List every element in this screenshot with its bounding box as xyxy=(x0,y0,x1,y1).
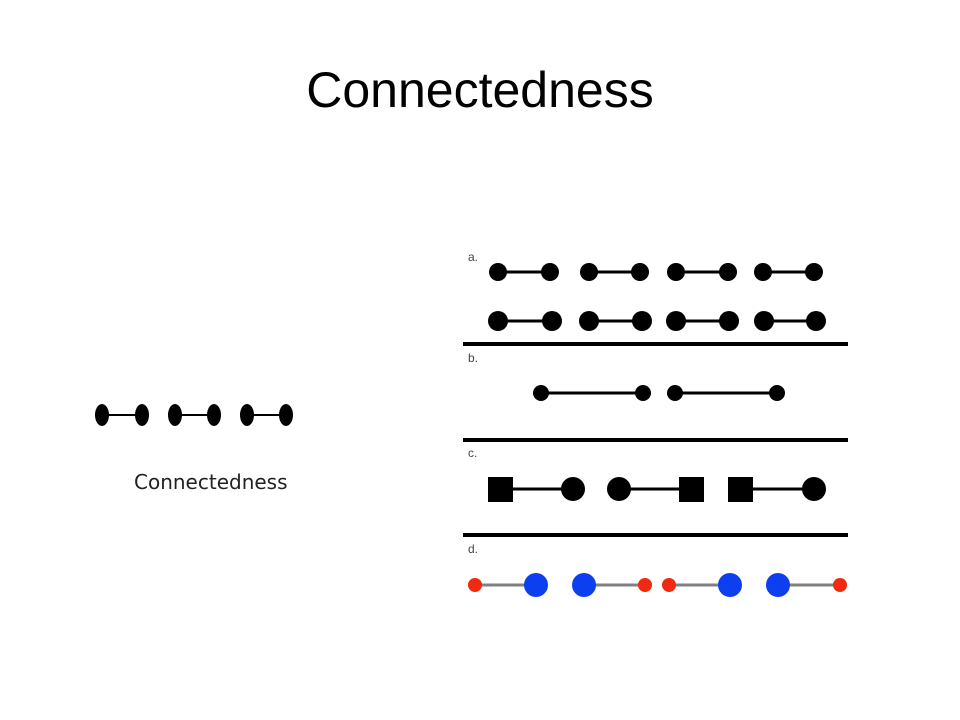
small-red-dot xyxy=(662,578,676,592)
panel-d: d. xyxy=(468,542,847,597)
panel-a-row-2 xyxy=(488,311,826,331)
red-blue-pair xyxy=(662,573,742,597)
dot xyxy=(667,263,685,281)
left-connectedness-demo xyxy=(95,404,293,426)
dot xyxy=(769,385,785,401)
dot xyxy=(631,263,649,281)
panel-a-row-1 xyxy=(489,263,823,281)
panel-c-letter: c. xyxy=(468,446,477,460)
dot-pair xyxy=(754,263,823,281)
dot-pair xyxy=(489,263,559,281)
small-red-dot xyxy=(833,578,847,592)
dot-pair xyxy=(240,404,293,426)
dot xyxy=(806,311,826,331)
left-caption: Connectedness xyxy=(134,470,288,494)
dot xyxy=(754,263,772,281)
dot xyxy=(635,385,651,401)
dot-pair xyxy=(579,311,652,331)
dot xyxy=(802,477,826,501)
dot xyxy=(719,311,739,331)
square xyxy=(728,477,753,502)
dot-pair xyxy=(488,311,562,331)
blue-red-pair xyxy=(572,573,652,597)
dot xyxy=(135,404,149,426)
panel-c: c. xyxy=(468,446,826,502)
panel-a: a. xyxy=(468,250,826,331)
square-circle-pair xyxy=(728,477,826,502)
dot xyxy=(279,404,293,426)
dot-pair xyxy=(95,404,149,426)
grouping-examples-figure: a. b. c. d. xyxy=(463,250,848,597)
dot-pair xyxy=(667,263,737,281)
panel-divider xyxy=(463,438,848,442)
dot xyxy=(666,311,686,331)
panel-a-letter: a. xyxy=(468,250,478,264)
dot xyxy=(489,263,507,281)
panel-b-letter: b. xyxy=(468,351,478,365)
circle-square-pair xyxy=(607,477,704,502)
dot xyxy=(488,311,508,331)
large-blue-dot xyxy=(766,573,790,597)
red-blue-pair xyxy=(468,573,548,597)
panel-b: b. xyxy=(468,351,785,401)
small-red-dot xyxy=(468,578,482,592)
panel-d-letter: d. xyxy=(468,542,478,556)
dot xyxy=(754,311,774,331)
square xyxy=(679,477,704,502)
dot-pair xyxy=(168,404,221,426)
dot xyxy=(542,311,562,331)
dot xyxy=(580,263,598,281)
dot xyxy=(207,404,221,426)
dot xyxy=(632,311,652,331)
panel-divider xyxy=(463,533,848,537)
dot-pair xyxy=(667,385,785,401)
small-red-dot xyxy=(638,578,652,592)
dot xyxy=(533,385,549,401)
square-circle-pair xyxy=(488,477,585,502)
dot xyxy=(541,263,559,281)
panel-divider xyxy=(463,342,848,346)
square xyxy=(488,477,513,502)
dot xyxy=(805,263,823,281)
dot xyxy=(667,385,683,401)
dot-pair xyxy=(533,385,651,401)
large-blue-dot xyxy=(572,573,596,597)
dot xyxy=(607,477,631,501)
dot-pair xyxy=(666,311,739,331)
dot xyxy=(579,311,599,331)
slide-title: Connectedness xyxy=(306,62,654,118)
blue-red-pair xyxy=(766,573,847,597)
dot xyxy=(561,477,585,501)
large-blue-dot xyxy=(718,573,742,597)
dot xyxy=(719,263,737,281)
large-blue-dot xyxy=(524,573,548,597)
dot-pair xyxy=(754,311,826,331)
dot-pair xyxy=(580,263,649,281)
